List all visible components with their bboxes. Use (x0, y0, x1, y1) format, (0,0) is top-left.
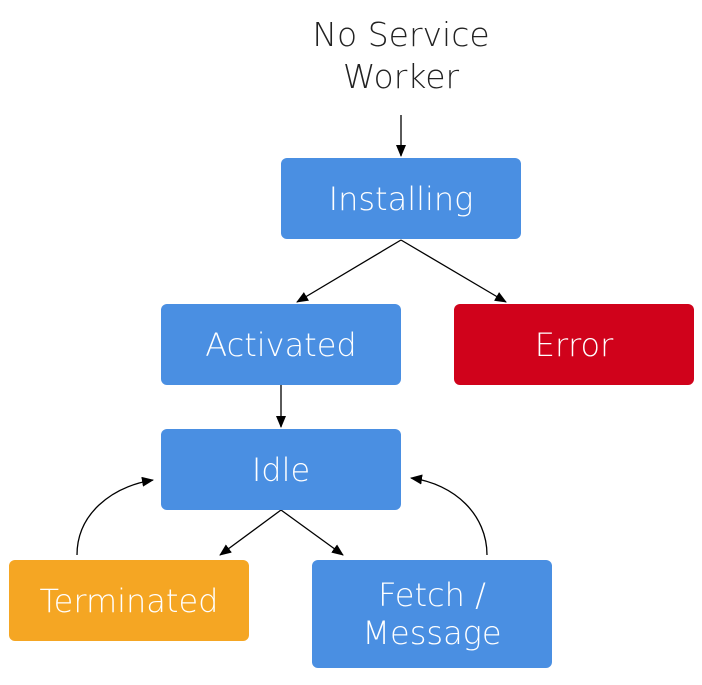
activated-state-node: Activated (161, 304, 401, 385)
arrow-idle-to-terminated (219, 509, 282, 556)
start-state-label: No Service Worker (312, 15, 490, 96)
idle-state-node: Idle (161, 429, 401, 510)
arrow-installing-to-error (400, 239, 507, 303)
arrow-installing-to-activated (296, 239, 402, 303)
fetch-message-state-node: Fetch / Message (312, 560, 552, 668)
arrow-idle-to-fetch-message (280, 509, 344, 556)
arrow-fetch-message-to-idle (410, 474, 488, 556)
error-state-node: Error (454, 304, 694, 385)
installing-state-node: Installing (281, 158, 521, 239)
terminated-state-node: Terminated (9, 560, 249, 641)
arrow-terminated-to-idle (76, 476, 154, 556)
